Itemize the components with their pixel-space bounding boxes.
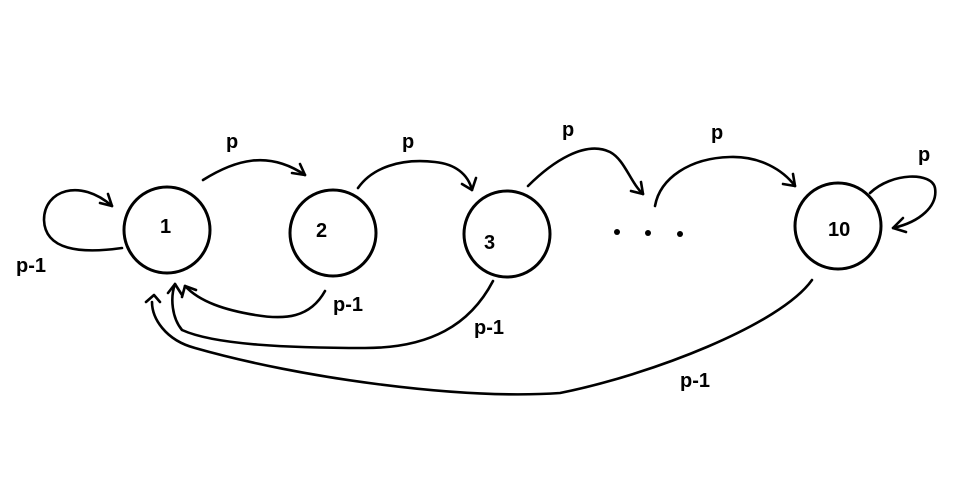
edge-3-to-ellipsis (526, 147, 645, 196)
edge-3-to-1 (171, 279, 495, 350)
label-2-to-3: p (402, 131, 414, 153)
state-3-label: 3 (484, 232, 495, 254)
edge-self-loop-1 (42, 188, 124, 252)
state-3-circle (462, 189, 552, 279)
state-1-label: 1 (160, 216, 171, 238)
label-self-loop-1: p-1 (16, 255, 46, 277)
edge-1-to-2 (201, 158, 307, 182)
label-3-to-ellipsis: p (562, 119, 574, 141)
edge-self-loop-10 (868, 175, 937, 230)
ellipsis-dots (614, 229, 683, 237)
edge-2-to-1 (183, 284, 327, 319)
arrowhead-3-to-ellipsis (629, 180, 645, 196)
state-10-circle (793, 181, 883, 271)
state-1-circle (122, 185, 212, 275)
arrowhead-1-to-2 (290, 162, 307, 177)
label-1-to-2: p (226, 131, 238, 153)
arrowhead-self-loop-10 (891, 216, 908, 234)
label-3-to-1: p-1 (474, 317, 504, 339)
edge-ellipsis-to-10 (653, 155, 797, 208)
edge-2-to-3 (356, 159, 474, 192)
arrowhead-ellipsis-to-10 (781, 172, 797, 188)
arrowhead-2-to-3 (460, 176, 478, 192)
edge-10-to-1 (150, 278, 814, 396)
arrowhead-3-to-1 (166, 282, 184, 297)
arrowhead-2-to-1 (180, 284, 198, 299)
state-10-label: 10 (828, 219, 850, 241)
label-10-to-1: p-1 (680, 370, 710, 392)
arrowhead-10-to-1 (144, 293, 162, 304)
label-self-loop-10: p (918, 144, 930, 166)
arrowhead-self-loop-1 (98, 192, 114, 208)
state-2-circle (288, 188, 378, 278)
label-2-to-1: p-1 (333, 294, 363, 316)
state-2-label: 2 (316, 220, 327, 242)
label-ellipsis-to-10: p (711, 122, 723, 144)
